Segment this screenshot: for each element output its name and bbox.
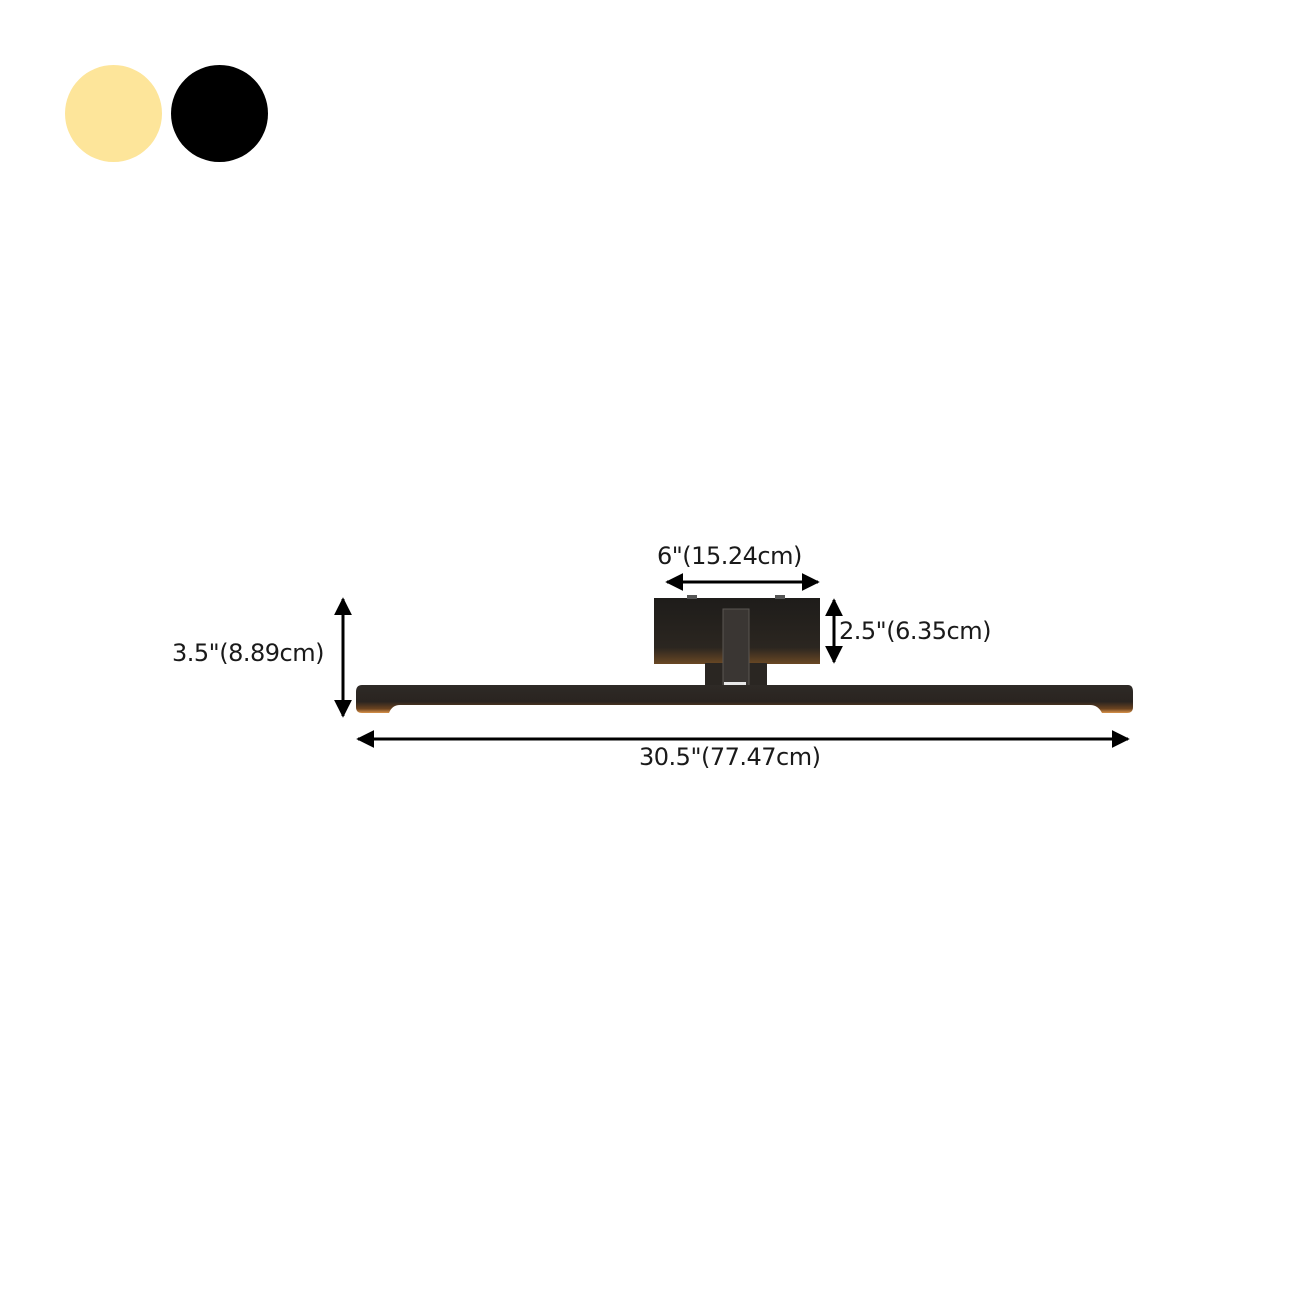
color-swatch-black[interactable] [171, 65, 268, 162]
mount-arm [705, 608, 767, 688]
total-height-label: 3.5"(8.89cm) [172, 639, 324, 667]
mount-width-label: 6"(15.24cm) [657, 542, 802, 570]
total-length-label: 30.5"(77.47cm) [639, 743, 821, 771]
mount-height-label: 2.5"(6.35cm) [839, 617, 991, 645]
color-swatch-warm[interactable] [65, 65, 162, 162]
light-bar [356, 685, 1133, 713]
